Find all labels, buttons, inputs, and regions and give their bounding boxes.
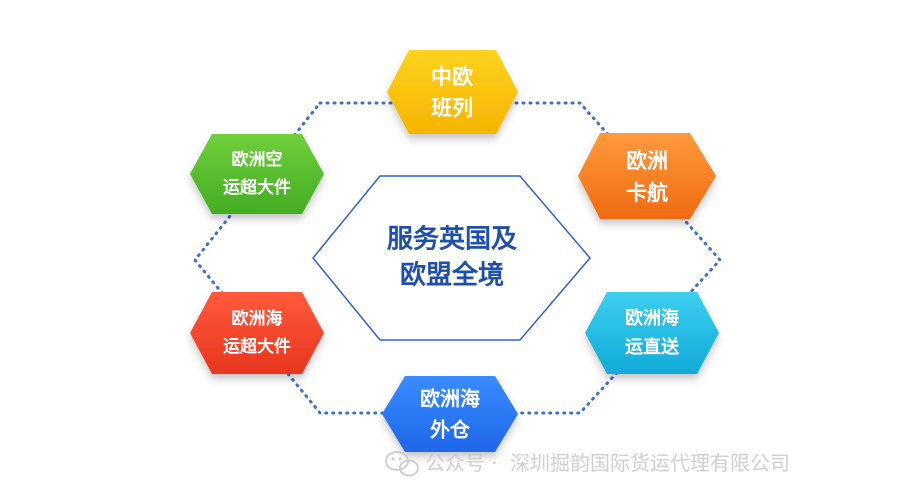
- node-label-line1: 中欧: [431, 65, 473, 89]
- node-label-line1: 欧洲: [626, 149, 668, 173]
- node-hexagon: [190, 134, 324, 214]
- node-europe-sea-direct: 欧洲海 运直送: [585, 292, 719, 374]
- center-hub: 服务英国及 欧盟全境: [312, 175, 591, 341]
- node-europe-overseas-warehouse: 欧洲海 外仓: [382, 376, 518, 452]
- node-europe-sea-oversize: 欧洲海 运超大件: [190, 292, 324, 374]
- node-label-line1: 欧洲海: [625, 307, 679, 329]
- watermark-prefix: 公众号 ·: [425, 451, 498, 475]
- node-label-line1: 欧洲海: [232, 308, 283, 329]
- center-title-line2: 欧盟全境: [400, 260, 504, 291]
- node-label-line2: 外仓: [430, 418, 471, 442]
- node-label-line2: 运超大件: [223, 336, 291, 357]
- node-label-line2: 卡航: [626, 181, 668, 205]
- node-label-line1: 欧洲空: [232, 149, 283, 170]
- watermark: 公众号 · 深圳掘韵国际货运代理有限公司: [385, 451, 790, 477]
- node-label-line2: 运超大件: [223, 177, 291, 198]
- node-europe-truck: 欧洲 卡航: [578, 133, 716, 219]
- center-hexagon: [312, 175, 591, 341]
- node-europe-air-oversize: 欧洲空 运超大件: [190, 134, 324, 214]
- node-hexagon: [190, 292, 324, 374]
- node-hexagon: [382, 376, 518, 452]
- node-hexagon: [585, 292, 719, 374]
- node-hexagon: [578, 133, 716, 219]
- node-label-line2: 运直送: [625, 336, 680, 358]
- node-hexagon: [387, 50, 518, 134]
- center-title-line1: 服务英国及: [387, 225, 517, 255]
- watermark-company: 深圳掘韵国际货运代理有限公司: [510, 451, 790, 475]
- node-china-europe-rail: 中欧 班列: [387, 50, 518, 134]
- node-label-line1: 欧洲海: [420, 387, 480, 411]
- dotted-ring: [193, 101, 723, 415]
- wechat-icon: [385, 451, 419, 477]
- node-label-line2: 班列: [431, 96, 473, 120]
